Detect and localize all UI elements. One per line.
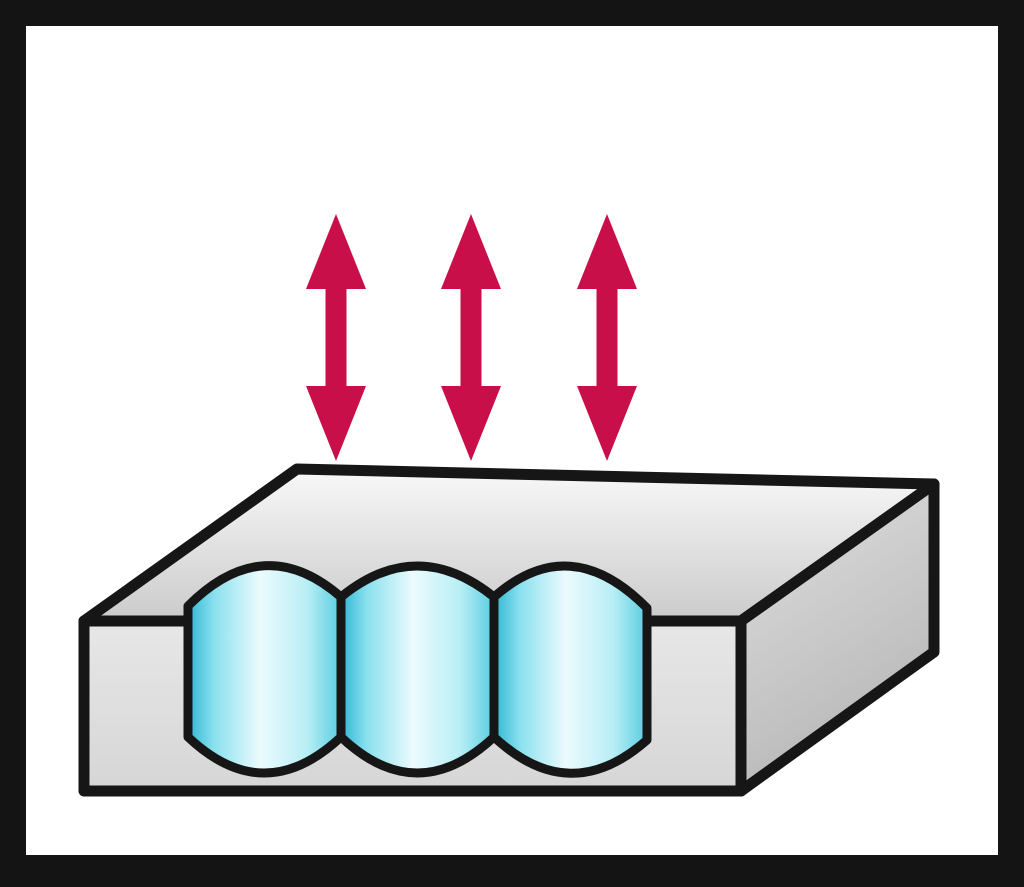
plunge-cusp-right	[489, 561, 652, 778]
plunge-cusp-middle	[336, 561, 499, 778]
plunge-cusps	[183, 561, 652, 778]
plunge-cusp-left	[183, 561, 346, 778]
